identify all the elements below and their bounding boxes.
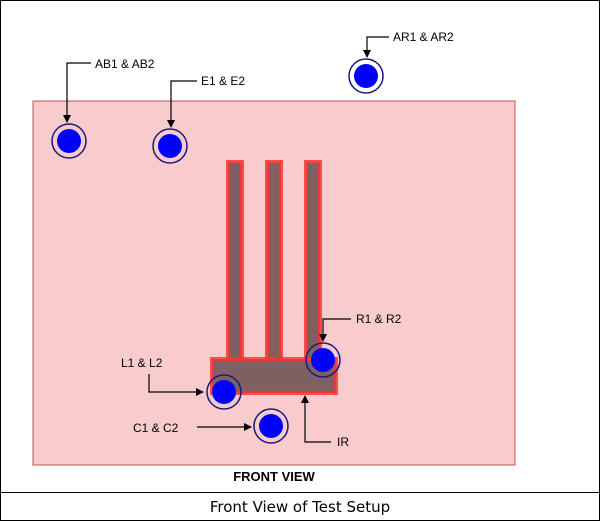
sensor-ab xyxy=(51,123,87,159)
label-l: L1 & L2 xyxy=(121,356,163,370)
arrow-l xyxy=(148,374,204,396)
label-r: R1 & R2 xyxy=(356,312,402,326)
sensor-ar xyxy=(348,58,384,94)
rod-right xyxy=(304,160,322,361)
label-ab: AB1 & AB2 xyxy=(95,57,155,71)
sensor-l xyxy=(206,374,242,410)
vertical-rods xyxy=(226,160,322,361)
arrow-r xyxy=(319,318,351,342)
arrow-e xyxy=(167,80,197,128)
arrow-ir xyxy=(301,395,331,443)
sensor-c xyxy=(253,408,289,444)
sensor-r xyxy=(305,342,341,378)
sensor-e xyxy=(152,128,188,164)
label-e: E1 & E2 xyxy=(201,74,245,88)
label-c: C1 & C2 xyxy=(133,421,179,435)
figure-caption: Front View of Test Setup xyxy=(209,498,391,516)
arrow-ab xyxy=(63,62,91,123)
label-ir: IR xyxy=(337,435,349,449)
rod-left xyxy=(226,160,244,361)
caption-divider xyxy=(1,492,599,493)
view-label: FRONT VIEW xyxy=(233,469,315,484)
rod-middle xyxy=(265,160,283,361)
test-setup-diagram: AB1 & AB2 E1 & E2 AR1 & AR2 R1 & R2 L1 &… xyxy=(32,30,516,484)
label-ar: AR1 & AR2 xyxy=(393,30,454,44)
arrow-ar xyxy=(363,36,389,58)
